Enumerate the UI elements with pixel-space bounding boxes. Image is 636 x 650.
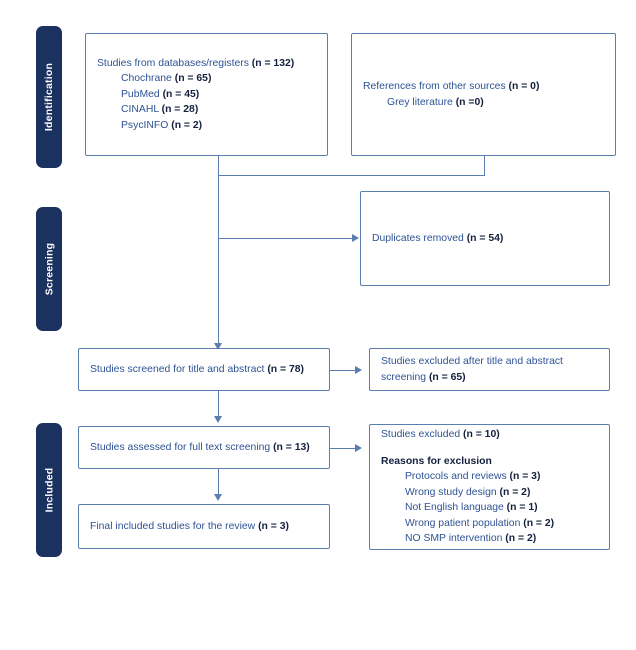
box-line: Grey literature (n =0) xyxy=(387,96,484,108)
arrow-fulltext-to-excluded-icon xyxy=(355,444,362,452)
box-line: Duplicates removed (n = 54) xyxy=(372,232,504,244)
box-databases-registers-content: Studies from databases/registers (n = 13… xyxy=(86,56,327,134)
stage-bar-screening: Screening xyxy=(36,207,62,331)
box-line: Studies from databases/registers (n = 13… xyxy=(97,57,295,69)
box-excluded-full-text[interactable]: Studies excluded (n = 10) Reasons for ex… xyxy=(369,424,610,550)
box-line: screening (n = 65) xyxy=(381,371,466,383)
box-studies-screened-content: Studies screened for title and abstract … xyxy=(79,362,329,378)
box-duplicates-removed-content: Duplicates removed (n = 54) xyxy=(361,231,609,247)
arrow-screened-to-fulltext-icon xyxy=(214,416,222,423)
box-line: Studies excluded after title and abstrac… xyxy=(381,356,563,367)
stage-bar-included-label: Included xyxy=(43,467,55,513)
connector-main-spine xyxy=(218,175,220,345)
excluded-count-line: Studies excluded (n = 10) xyxy=(381,429,500,441)
box-studies-screened[interactable]: Studies screened for title and abstract … xyxy=(78,348,330,391)
box-other-sources-content: References from other sources (n = 0) Gr… xyxy=(352,79,615,110)
box-line: PubMed (n = 45) xyxy=(121,88,200,100)
connector-fulltext-to-excluded xyxy=(330,448,356,450)
box-line: Studies assessed for full text screening… xyxy=(90,441,310,453)
arrow-fulltext-to-final-icon xyxy=(214,494,222,501)
arrow-screened-to-excluded-icon xyxy=(355,366,362,374)
box-full-text-assessed-content: Studies assessed for full text screening… xyxy=(79,440,329,456)
box-excluded-title-abstract-content: Studies excluded after title and abstrac… xyxy=(370,354,609,385)
box-line: Final included studies for the review (n… xyxy=(90,520,289,532)
exclusion-reason-item: Wrong study design (n = 2) xyxy=(405,486,531,498)
exclusion-reason-item: Protocols and reviews (n = 3) xyxy=(405,471,541,483)
connector-screened-to-fulltext xyxy=(218,390,220,418)
box-line: References from other sources (n = 0) xyxy=(363,81,540,92)
box-line: CINAHL (n = 28) xyxy=(121,104,199,116)
stage-bar-identification: Identification xyxy=(36,26,62,168)
stage-bar-included: Included xyxy=(36,423,62,557)
connector-other-sources-down xyxy=(484,156,486,176)
arrow-to-duplicates-icon xyxy=(352,234,359,242)
exclusion-reason-item: Wrong patient population (n = 2) xyxy=(405,517,555,529)
content-spacer xyxy=(381,443,598,454)
exclusion-reason-item: Not English language (n = 1) xyxy=(405,502,538,514)
box-final-included[interactable]: Final included studies for the review (n… xyxy=(78,504,330,549)
connector-identification-junction xyxy=(218,175,485,177)
connector-to-duplicates xyxy=(218,238,353,240)
box-duplicates-removed[interactable]: Duplicates removed (n = 54) xyxy=(360,191,610,286)
box-other-sources[interactable]: References from other sources (n = 0) Gr… xyxy=(351,33,616,156)
exclusion-reason-item: NO SMP intervention (n = 2) xyxy=(405,533,537,545)
box-line: PsycINFO (n = 2) xyxy=(121,119,203,131)
stage-bar-identification-label: Identification xyxy=(43,62,56,132)
box-excluded-full-text-content: Studies excluded (n = 10) Reasons for ex… xyxy=(370,427,609,547)
stage-bar-screening-label: Screening xyxy=(43,242,56,296)
box-databases-registers[interactable]: Studies from databases/registers (n = 13… xyxy=(85,33,328,156)
arrow-spine-to-screened-icon xyxy=(214,343,222,350)
reasons-for-exclusion-heading: Reasons for exclusion xyxy=(381,455,492,467)
box-line: Studies screened for title and abstract … xyxy=(90,363,304,375)
connector-screened-to-excluded xyxy=(330,370,356,372)
box-excluded-title-abstract[interactable]: Studies excluded after title and abstrac… xyxy=(369,348,610,391)
connector-fulltext-to-final xyxy=(218,468,220,496)
box-final-included-content: Final included studies for the review (n… xyxy=(79,519,329,535)
connector-databases-down xyxy=(218,156,220,176)
box-line: Chochrane (n = 65) xyxy=(121,73,212,85)
box-full-text-assessed[interactable]: Studies assessed for full text screening… xyxy=(78,426,330,469)
